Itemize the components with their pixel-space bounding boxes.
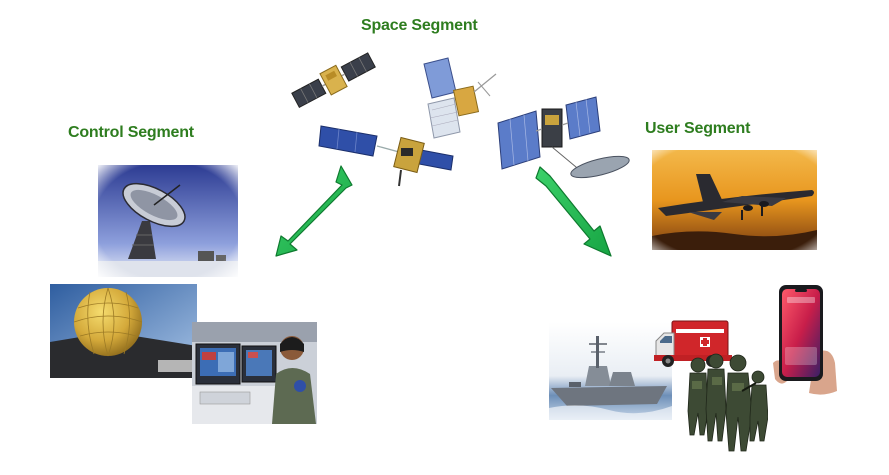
ground-antenna-icon — [98, 165, 238, 277]
operator-console-icon — [192, 322, 317, 424]
space-segment-title: Space Segment — [361, 17, 478, 34]
smartphone-icon — [773, 283, 838, 397]
gps-satellite-icon — [496, 95, 631, 183]
gps-satellite-icon — [317, 118, 455, 190]
user-segment-title: User Segment — [645, 120, 751, 137]
radome-icon — [50, 284, 197, 378]
warship-icon — [549, 322, 672, 420]
airliner-icon — [652, 150, 817, 250]
control-segment-title: Control Segment — [68, 124, 194, 141]
gps-satellite-icon — [289, 46, 379, 116]
gps-satellite-icon — [418, 52, 500, 144]
soldiers-icon — [686, 351, 768, 455]
